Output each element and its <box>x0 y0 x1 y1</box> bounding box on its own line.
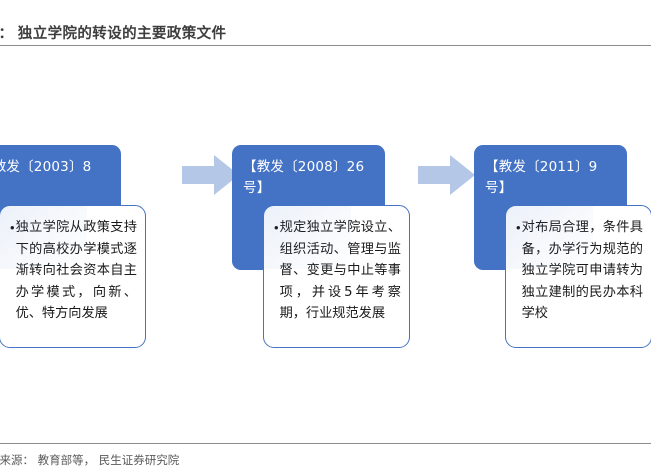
flow-step-body-text: 对布局合理，条件具备，办学行为规范的独立学院可申请转为独立建制的民办本科学校 <box>521 220 643 321</box>
flow-step-body-text: 独立学院从政策支持下的高校办学模式逐渐转向社会资本自主办学模式，向新、优、特方向… <box>15 220 137 321</box>
flow-step-body-card: • 规定独立学院设立、组织活动、管理与监督、变更与中止等事项，并设5年考察期，行… <box>263 205 410 348</box>
title-divider <box>0 45 651 46</box>
flow-step-2008[interactable]: 【教发〔2008〕26号】 • 规定独立学院设立、组织活动、管理与监督、变更与中… <box>232 52 462 372</box>
flow-step-header-label: 【教发〔2011〕9号】 <box>485 159 598 196</box>
bullet-icon: • <box>274 220 279 235</box>
arrow-right-icon <box>418 155 476 195</box>
flow-step-body-card: • 独立学院从政策支持下的高校办学模式逐渐转向社会资本自主办学模式，向新、优、特… <box>0 205 146 348</box>
flow-step-2011[interactable]: 【教发〔2011〕9号】 • 对布局合理，条件具备，办学行为规范的独立学院可申请… <box>474 52 651 372</box>
arrow-right-icon <box>182 155 240 195</box>
flow-step-header-label: 【教发〔2003〕8号】 <box>0 159 92 196</box>
flow-step-body-card: • 对布局合理，条件具备，办学行为规范的独立学院可申请转为独立建制的民办本科学校 <box>505 205 651 348</box>
footer-divider <box>0 443 651 444</box>
source-note: 料来源： 教育部等， 民生证券研究院 <box>0 453 180 467</box>
title-bar: 8： 独立学院的转设的主要政策文件 <box>0 22 651 46</box>
process-flow-diagram: 【教发〔2003〕8号】 • 独立学院从政策支持下的高校办学模式逐渐转向社会资本… <box>0 52 651 438</box>
flow-step-body-text: 规定独立学院设立、组织活动、管理与监督、变更与中止等事项，并设5年考察期，行业规… <box>279 220 401 321</box>
page-title: 8： 独立学院的转设的主要政策文件 <box>0 26 227 42</box>
flow-step-2003[interactable]: 【教发〔2003〕8号】 • 独立学院从政策支持下的高校办学模式逐渐转向社会资本… <box>0 52 198 372</box>
flow-step-header-label: 【教发〔2008〕26号】 <box>243 159 365 196</box>
bullet-icon: • <box>10 220 15 235</box>
bullet-icon: • <box>516 220 521 235</box>
